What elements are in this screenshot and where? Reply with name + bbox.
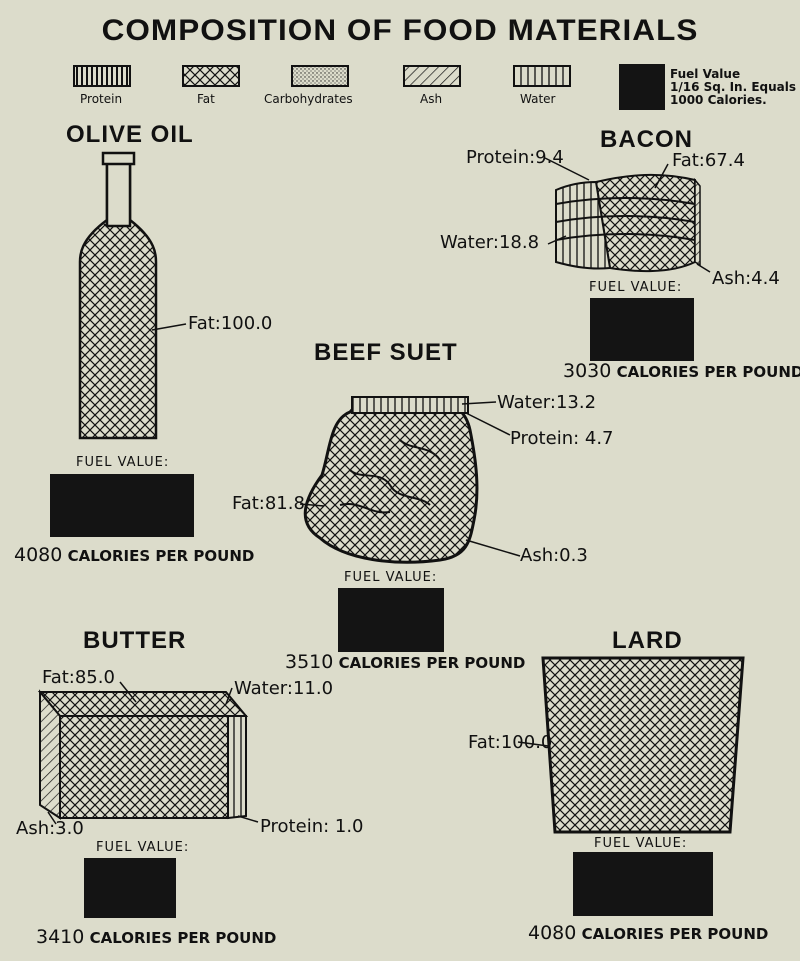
legend-protein-swatch bbox=[73, 65, 131, 87]
bacon-fuel-block bbox=[590, 298, 694, 361]
olive-oil-fat-label: Fat:100.0 bbox=[188, 313, 273, 334]
bacon-fat-label: Fat:67.4 bbox=[672, 150, 745, 171]
legend-fuel-line2: 1/16 Sq. In. Equals bbox=[670, 80, 797, 94]
lard-block bbox=[541, 656, 745, 834]
butter-front-face bbox=[59, 715, 229, 819]
beef-suet-water-layer bbox=[351, 396, 469, 414]
bacon-title: BACON bbox=[600, 126, 693, 153]
butter-fat-label: Fat:85.0 bbox=[42, 667, 115, 688]
butter-ash-side bbox=[39, 689, 61, 820]
beef-suet-texture bbox=[339, 439, 441, 514]
beef-suet-fuel-label: FUEL VALUE: bbox=[344, 570, 438, 585]
olive-oil-fuel-label: FUEL VALUE: bbox=[76, 455, 170, 470]
lard-fat-label: Fat:100.0 bbox=[468, 732, 553, 753]
bacon-ash-label: Ash:4.4 bbox=[712, 268, 780, 289]
legend-ash-label: Ash bbox=[420, 92, 443, 106]
bacon-lean-stripes bbox=[555, 197, 696, 241]
butter-protein-label: Protein: 1.0 bbox=[260, 816, 364, 837]
legend-fuel-swatch bbox=[619, 64, 665, 110]
lard-fuel-block bbox=[573, 852, 713, 916]
bacon-calories: 3030 CALORIES PER POUND bbox=[563, 360, 800, 382]
beef-suet-water-label: Water:13.2 bbox=[497, 392, 597, 413]
butter-water-label: Water:11.0 bbox=[234, 678, 334, 699]
beef-suet-ash-label: Ash:0.3 bbox=[520, 545, 588, 566]
lard-title: LARD bbox=[612, 627, 683, 654]
beef-suet-calories: 3510 CALORIES PER POUND bbox=[285, 651, 525, 673]
bacon-ash-edge bbox=[694, 177, 701, 267]
butter-water-side bbox=[227, 715, 247, 820]
olive-oil-bottle-neck bbox=[105, 160, 132, 228]
butter-calories: 3410 CALORIES PER POUND bbox=[36, 926, 276, 948]
legend-fat-label: Fat bbox=[197, 92, 215, 106]
bacon-protein-label: Protein:9.4 bbox=[466, 147, 564, 168]
olive-oil-calories: 4080 CALORIES PER POUND bbox=[14, 544, 254, 566]
beef-suet-protein-label: Protein: 4.7 bbox=[510, 428, 614, 449]
legend-water-swatch bbox=[513, 65, 571, 87]
bacon-calories-unit: CALORIES PER POUND bbox=[616, 363, 800, 381]
legend-ash-swatch bbox=[403, 65, 461, 87]
beef-suet-calories-value: 3510 bbox=[285, 651, 334, 673]
bacon-water-region bbox=[555, 180, 612, 270]
olive-oil-bottle-cap bbox=[101, 151, 136, 166]
olive-oil-calories-value: 4080 bbox=[14, 544, 63, 566]
olive-oil-bottle bbox=[78, 160, 158, 440]
bacon-fat-region bbox=[594, 173, 696, 273]
legend-fat-swatch bbox=[182, 65, 240, 87]
lard-calories-unit: CALORIES PER POUND bbox=[581, 925, 769, 943]
lard-fuel-label: FUEL VALUE: bbox=[594, 836, 688, 851]
butter-top-face bbox=[37, 691, 249, 717]
legend-protein-label: Protein bbox=[80, 92, 123, 106]
legend-carbohydrates-label: Carbohydrates bbox=[264, 92, 353, 106]
beef-suet-title: BEEF SUET bbox=[314, 339, 458, 366]
legend-fuel-line3: 1000 Calories. bbox=[670, 93, 767, 107]
beef-suet-body bbox=[303, 402, 479, 564]
butter-title: BUTTER bbox=[83, 627, 187, 654]
page-title: COMPOSITION OF FOOD MATERIALS bbox=[101, 14, 699, 47]
lard-calories: 4080 CALORIES PER POUND bbox=[528, 922, 768, 944]
butter-calories-value: 3410 bbox=[36, 926, 85, 948]
legend-fuel-line1: Fuel Value bbox=[670, 67, 741, 81]
olive-oil-title: OLIVE OIL bbox=[66, 121, 194, 148]
legend-carbohydrates-swatch bbox=[291, 65, 349, 87]
legend-water-label: Water bbox=[520, 92, 556, 106]
butter-calories-unit: CALORIES PER POUND bbox=[89, 929, 277, 947]
beef-suet-fat-label: Fat:81.8 bbox=[232, 493, 305, 514]
legend-fuel-note: Fuel Value 1/16 Sq. In. Equals 1000 Calo… bbox=[670, 68, 796, 107]
olive-oil-calories-unit: CALORIES PER POUND bbox=[67, 547, 255, 565]
bacon-calories-value: 3030 bbox=[563, 360, 612, 382]
beef-suet-fuel-block bbox=[338, 588, 444, 652]
bacon-water-label: Water:18.8 bbox=[440, 232, 540, 253]
butter-fuel-label: FUEL VALUE: bbox=[96, 840, 190, 855]
olive-oil-fuel-block bbox=[50, 474, 194, 537]
butter-fuel-block bbox=[84, 858, 176, 918]
lard-calories-value: 4080 bbox=[528, 922, 577, 944]
beef-suet-calories-unit: CALORIES PER POUND bbox=[338, 654, 526, 672]
butter-ash-label: Ash:3.0 bbox=[16, 818, 84, 839]
bacon-fuel-label: FUEL VALUE: bbox=[589, 280, 683, 295]
